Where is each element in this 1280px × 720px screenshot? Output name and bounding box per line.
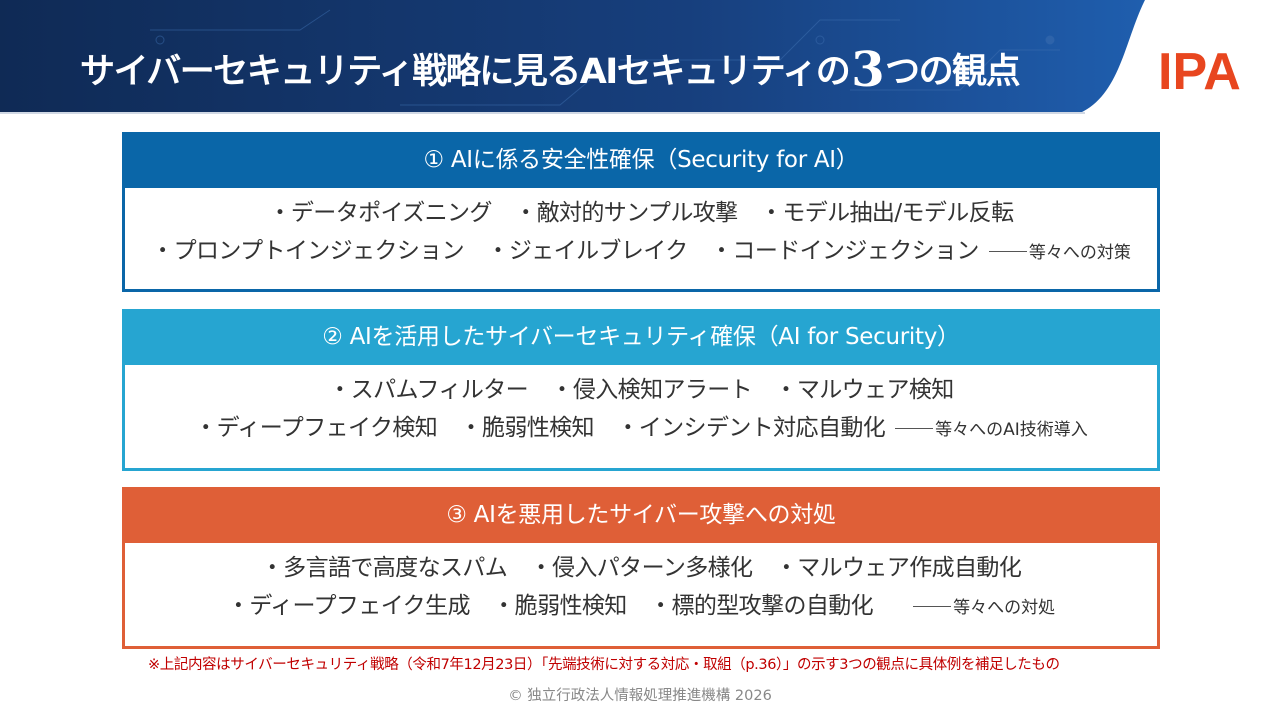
card-body: ・データポイズニング ・敵対的サンプル攻撃 ・モデル抽出/モデル反転 ・プロンプ… (122, 188, 1160, 292)
line-tail: 等々への対策 (988, 243, 1131, 263)
card-line: ・スパムフィルター ・侵入検知アラート ・マルウェア検知 (125, 371, 1157, 409)
perspective-card-ai-for-security: ② AIを活用したサイバーセキュリティ確保（AI for Security） ・… (122, 309, 1160, 471)
perspective-card-security-for-ai: ① AIに係る安全性確保（Security for AI） ・データポイズニング… (122, 132, 1160, 292)
card-line: ・プロンプトインジェクション ・ジェイルブレイク ・コードインジェクション 等々へ… (125, 232, 1157, 270)
page-title: サイバーセキュリティ戦略に見るAIセキュリティの3つの観点 (80, 40, 1021, 100)
card-line: ・ディープフェイク生成 ・脆弱性検知 ・標的型攻撃の自動化 等々への対処 (125, 587, 1157, 625)
line-text: ・データポイズニング ・敵対的サンプル攻撃 ・モデル抽出/モデル反転 (268, 200, 1015, 226)
dash-divider (988, 251, 1027, 252)
card-body: ・スパムフィルター ・侵入検知アラート ・マルウェア検知 ・ディープフェイク検知… (122, 365, 1160, 471)
tail-text: 等々へのAI技術導入 (935, 420, 1088, 440)
title-text: サイバーセキュリティ戦略に見るAIセキュリティの (80, 52, 851, 92)
card-line: ・データポイズニング ・敵対的サンプル攻撃 ・モデル抽出/モデル反転 (125, 194, 1157, 232)
tail-text: 等々への対策 (1028, 243, 1131, 263)
line-text: ・ディープフェイク検知 ・脆弱性検知 ・インシデント対応自動化 (194, 415, 886, 441)
copyright: © 独立行政法人情報処理推進機構 2026 (508, 688, 772, 704)
tail-text: 等々への対処 (953, 598, 1056, 618)
line-tail: 等々への対処 (913, 598, 1055, 618)
card-title: ② AIを活用したサイバーセキュリティ確保（AI for Security） (122, 309, 1160, 365)
title-suffix: つの観点 (885, 52, 1021, 92)
card-line: ・ディープフェイク検知 ・脆弱性検知 ・インシデント対応自動化 等々へのAI技術導… (125, 409, 1157, 447)
header-banner: サイバーセキュリティ戦略に見るAIセキュリティの3つの観点 (0, 0, 1280, 116)
line-text: ・プロンプトインジェクション ・ジェイルブレイク ・コードインジェクション (151, 238, 979, 264)
card-body: ・多言語で高度なスパム ・侵入パターン多様化 ・マルウェア作成自動化 ・ディープ… (122, 543, 1160, 649)
line-text: ・スパムフィルター ・侵入検知アラート ・マルウェア検知 (328, 377, 954, 403)
dash-divider (913, 606, 952, 607)
card-title: ① AIに係る安全性確保（Security for AI） (122, 132, 1160, 188)
card-title: ③ AIを悪用したサイバー攻撃への対処 (122, 487, 1160, 543)
ipa-logo: IPA (1158, 43, 1241, 101)
line-text: ・ディープフェイク生成 ・脆弱性検知 ・標的型攻撃の自動化 (226, 593, 874, 619)
footnote: ※上記内容はサイバーセキュリティ戦略（令和7年12月23日）「先端技術に対する対… (148, 657, 1060, 673)
perspective-card-ai-attacks: ③ AIを悪用したサイバー攻撃への対処 ・多言語で高度なスパム ・侵入パターン多… (122, 487, 1160, 649)
line-text: ・多言語で高度なスパム ・侵入パターン多様化 ・マルウェア作成自動化 (260, 555, 1022, 581)
line-tail: 等々へのAI技術導入 (895, 420, 1088, 440)
card-line: ・多言語で高度なスパム ・侵入パターン多様化 ・マルウェア作成自動化 (125, 549, 1157, 587)
title-number: 3 (851, 42, 884, 98)
circuit-background (0, 0, 1145, 114)
dash-divider (895, 428, 934, 429)
